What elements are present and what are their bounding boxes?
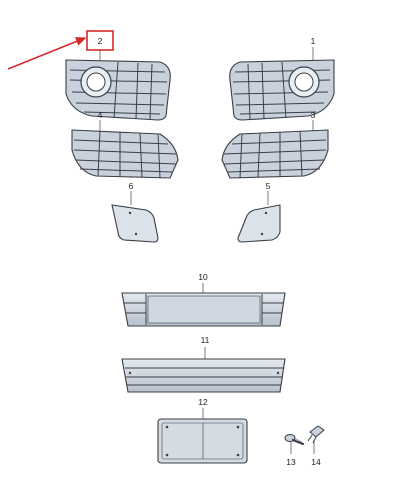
part-4-grille-left[interactable]: [71, 129, 179, 179]
callout-11: 11: [201, 335, 210, 345]
part-11-trim-strip[interactable]: [121, 358, 286, 393]
callout-4: 4: [98, 110, 103, 120]
callout-5: 5: [266, 181, 271, 191]
callout-10: 10: [198, 272, 208, 282]
part-2-fog-grille-left[interactable]: [65, 59, 171, 121]
part-10-center-grille[interactable]: [121, 292, 286, 327]
callout-3: 3: [311, 110, 316, 120]
callout-12: 12: [198, 397, 208, 407]
part-12-license-plate-bracket[interactable]: [157, 418, 248, 464]
callout-14: 14: [311, 457, 321, 467]
part-3-grille-right[interactable]: [221, 129, 329, 179]
highlight-arrow: [7, 37, 87, 70]
part-13-screw[interactable]: [284, 434, 305, 446]
part-5-cover-right[interactable]: [237, 204, 281, 243]
part-14-clip-nut[interactable]: [307, 425, 325, 444]
callout-6: 6: [129, 181, 134, 191]
part-6-cover-left[interactable]: [111, 204, 159, 243]
callout-2: 2: [98, 36, 103, 46]
callout-13: 13: [286, 457, 296, 467]
callout-1: 1: [311, 36, 316, 46]
part-1-fog-grille-right[interactable]: [229, 59, 335, 121]
